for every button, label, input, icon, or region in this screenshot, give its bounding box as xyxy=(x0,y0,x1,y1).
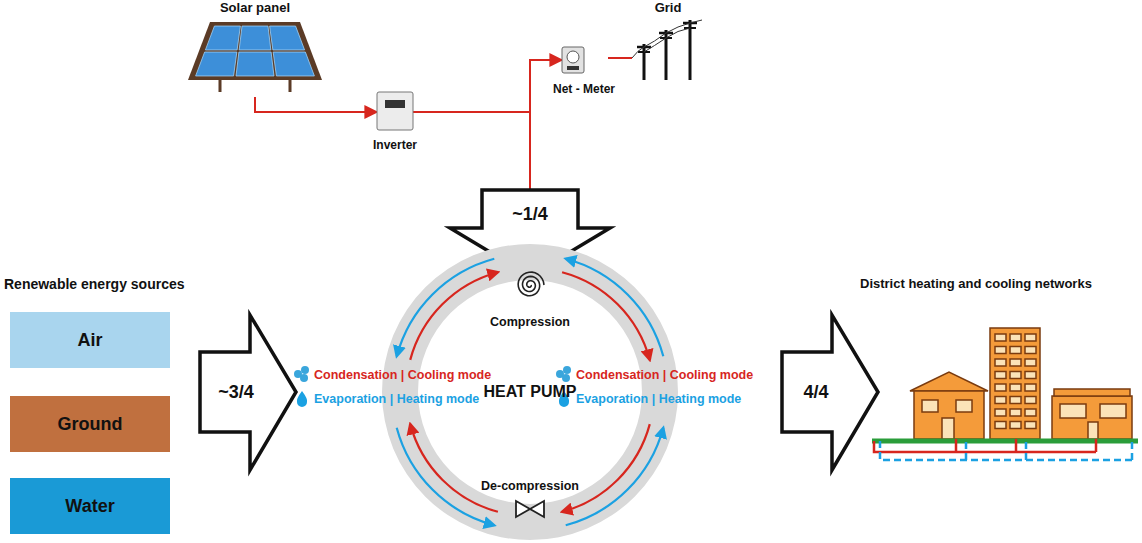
window xyxy=(995,334,1006,341)
energy-arrow xyxy=(782,315,878,470)
solar-panel: Solar panel xyxy=(180,0,330,97)
power-wire xyxy=(608,57,632,59)
energy-arrow xyxy=(200,315,296,470)
mode-label: Evaporation | Heating mode xyxy=(314,392,479,406)
window xyxy=(922,400,938,412)
supply-pipe xyxy=(874,439,1096,452)
window xyxy=(1025,347,1036,354)
group-heading: Renewable energy sources xyxy=(4,276,185,292)
process-label: Compression xyxy=(490,315,570,329)
district-network: District heating and cooling networks xyxy=(856,276,1140,476)
meter-dial xyxy=(567,51,579,63)
energy-share: ~1/4 xyxy=(512,204,548,225)
window xyxy=(1025,372,1036,379)
node-text: Ground xyxy=(58,414,123,435)
window xyxy=(995,422,1006,429)
flow-arrow xyxy=(410,424,498,512)
meter-display xyxy=(567,66,579,70)
grid-pole xyxy=(643,44,646,80)
window xyxy=(1100,404,1126,418)
shop-building xyxy=(1052,396,1132,439)
node-text: Water xyxy=(65,496,114,517)
window xyxy=(1010,384,1021,391)
window xyxy=(995,397,1006,404)
net-meter: Net - Meter xyxy=(548,44,620,96)
energy-share: 4/4 xyxy=(803,382,828,403)
node-text: District heating and cooling networks xyxy=(856,276,1092,291)
window xyxy=(995,347,1006,354)
window xyxy=(1010,422,1021,429)
water-source-box: Water xyxy=(10,478,170,534)
process-label: De-compression xyxy=(481,479,579,493)
door xyxy=(942,418,954,439)
door xyxy=(1088,422,1098,439)
flow-arrow xyxy=(397,428,495,526)
grid-wire xyxy=(632,20,702,58)
window xyxy=(995,384,1006,391)
window xyxy=(1025,422,1036,429)
house xyxy=(914,391,984,439)
window xyxy=(995,372,1006,379)
power-wire xyxy=(413,60,562,112)
power-wire xyxy=(529,112,531,189)
meter-box xyxy=(562,47,584,73)
flow-arrow xyxy=(566,259,664,357)
return-pipe xyxy=(880,439,1132,460)
mode-label: Evaporation | Heating mode xyxy=(576,392,741,406)
window xyxy=(995,359,1006,366)
window xyxy=(995,409,1006,416)
mode-label: Condensation | Cooling mode xyxy=(314,368,491,382)
expansion-valve xyxy=(516,501,544,517)
solar-cell xyxy=(239,26,271,50)
window xyxy=(956,400,972,412)
compressor-spiral xyxy=(518,272,544,296)
flow-arrow xyxy=(566,428,664,526)
flow-arrow xyxy=(397,259,495,357)
ground-source-box: Ground xyxy=(10,396,170,452)
node-illustration xyxy=(856,276,1140,476)
inverter-display xyxy=(385,100,405,108)
solar-cell xyxy=(273,52,314,76)
solar-frame xyxy=(188,22,322,80)
flow-arrow xyxy=(562,424,650,512)
window xyxy=(1025,359,1036,366)
window xyxy=(1010,372,1021,379)
window xyxy=(1010,347,1021,354)
house-roof xyxy=(910,372,988,391)
solar-cell xyxy=(196,52,237,76)
ground-line xyxy=(872,439,1138,444)
solar-cell xyxy=(236,52,274,76)
solar-leg xyxy=(220,80,290,92)
window xyxy=(1010,409,1021,416)
energy-share: ~3/4 xyxy=(218,382,254,403)
window xyxy=(1010,359,1021,366)
molecule-icon xyxy=(294,366,571,382)
inverter-box xyxy=(377,92,413,130)
window xyxy=(1025,334,1036,341)
window xyxy=(1025,409,1036,416)
tower-building xyxy=(990,328,1040,439)
air-source-box: Air xyxy=(10,312,170,368)
solar-cell xyxy=(205,26,240,50)
power-grid: Grid xyxy=(632,0,704,80)
node-text: Grid xyxy=(655,0,682,15)
window xyxy=(1010,397,1021,404)
power-wire xyxy=(255,97,377,112)
node-text: HEAT PUMP xyxy=(483,383,576,401)
window xyxy=(1060,404,1086,418)
node-text: Solar panel xyxy=(220,0,290,15)
flow-arrow xyxy=(562,272,650,360)
window xyxy=(1025,384,1036,391)
solar-cell xyxy=(270,26,305,50)
flow-arrow xyxy=(410,272,498,360)
node-text: Air xyxy=(77,330,102,351)
node-text: Net - Meter xyxy=(553,82,615,96)
window xyxy=(1025,397,1036,404)
inverter: Inverter xyxy=(365,90,425,152)
shop-roof xyxy=(1054,389,1130,396)
mode-label: Condensation | Cooling mode xyxy=(576,368,753,382)
window xyxy=(1010,334,1021,341)
node-text: Inverter xyxy=(373,138,417,152)
